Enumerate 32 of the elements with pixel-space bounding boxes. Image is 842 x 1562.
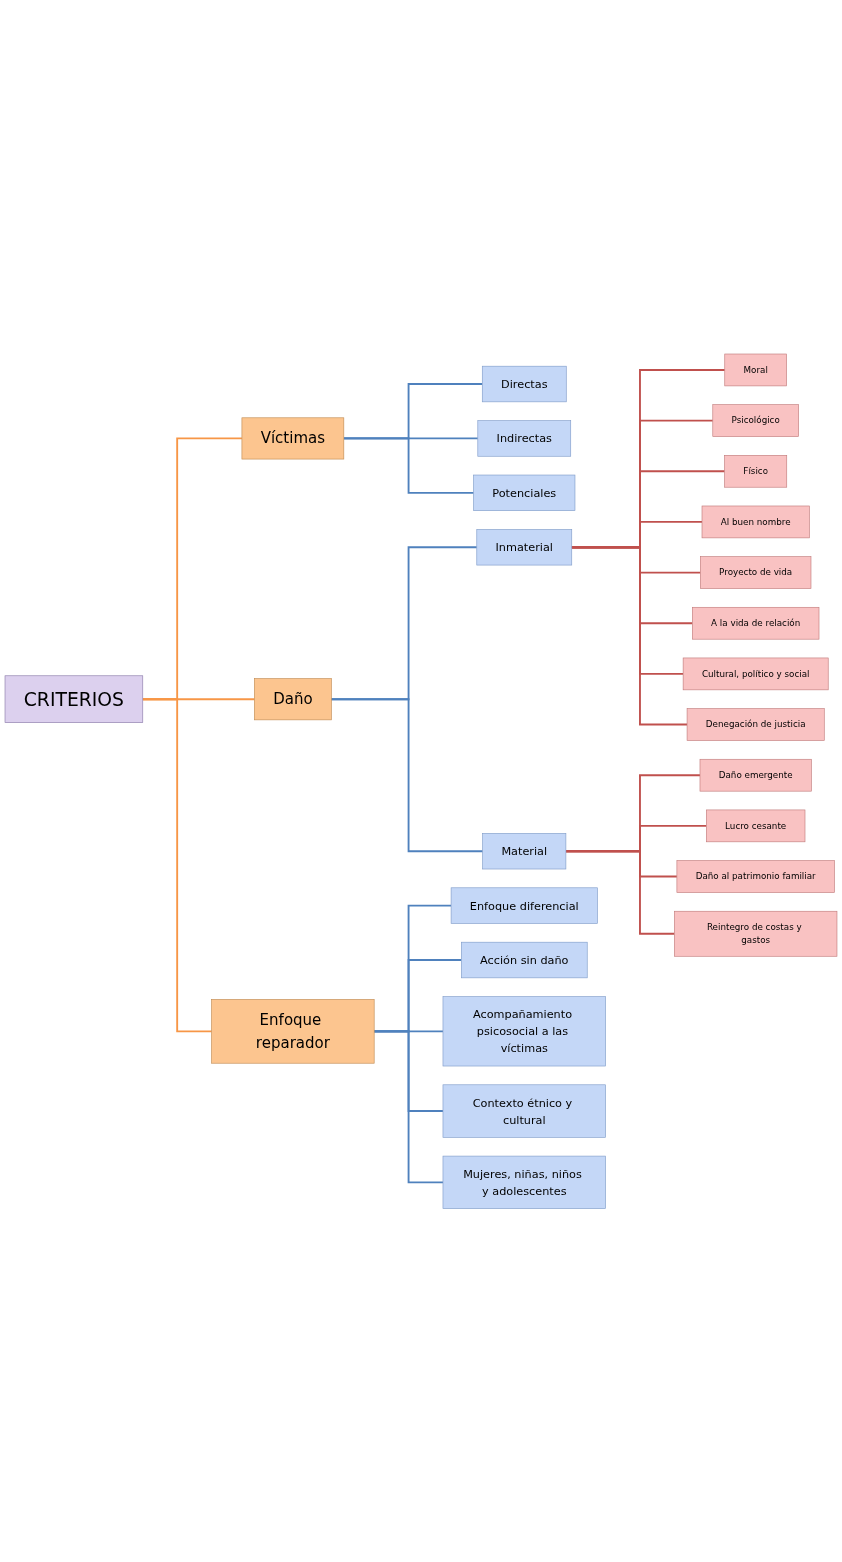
node-box: Cultural, político y social [682,657,829,690]
node-box: A la vida de relación [692,606,820,640]
node-box: Proyecto de vida [700,556,812,589]
node-box: Moral [724,353,787,386]
node-box: Lucro cesante [706,809,806,842]
node-box: Víctimas [241,417,345,460]
connector [570,546,688,726]
node-box: Denegación de justicia [686,708,825,741]
node-box: Acompañamiento psicosocial a las víctimas [442,996,606,1067]
node-box: Directas [481,365,567,402]
connector [330,697,484,852]
node-box: Daño [254,677,332,720]
node-box: Físico [724,454,788,488]
connector [141,697,213,1032]
node-box: Acción sin daño [461,941,588,978]
node-box: Enfoque reparador [211,998,375,1064]
node-box: Reintegro de costas y gastos [674,910,838,957]
connector [373,1030,444,1183]
node-box: Daño emergente [699,758,812,792]
node-box: Indirectas [477,420,572,457]
node-box: Al buen nombre [701,505,810,538]
node-box: Material [482,832,567,870]
node-box: Potenciales [473,474,576,511]
connector [342,437,475,494]
connector [564,849,676,935]
node-box: Psicológico [712,404,799,437]
node-box: Enfoque diferencial [450,887,598,924]
node-box: Mujeres, niñas, niños y adolescentes [442,1155,606,1209]
node-box: Contexto étnico y cultural [442,1084,606,1138]
node-box: CRITERIOS [4,675,144,723]
node-box: Daño al patrimonio familiar [676,859,835,893]
node-box: Inmaterial [476,528,573,566]
